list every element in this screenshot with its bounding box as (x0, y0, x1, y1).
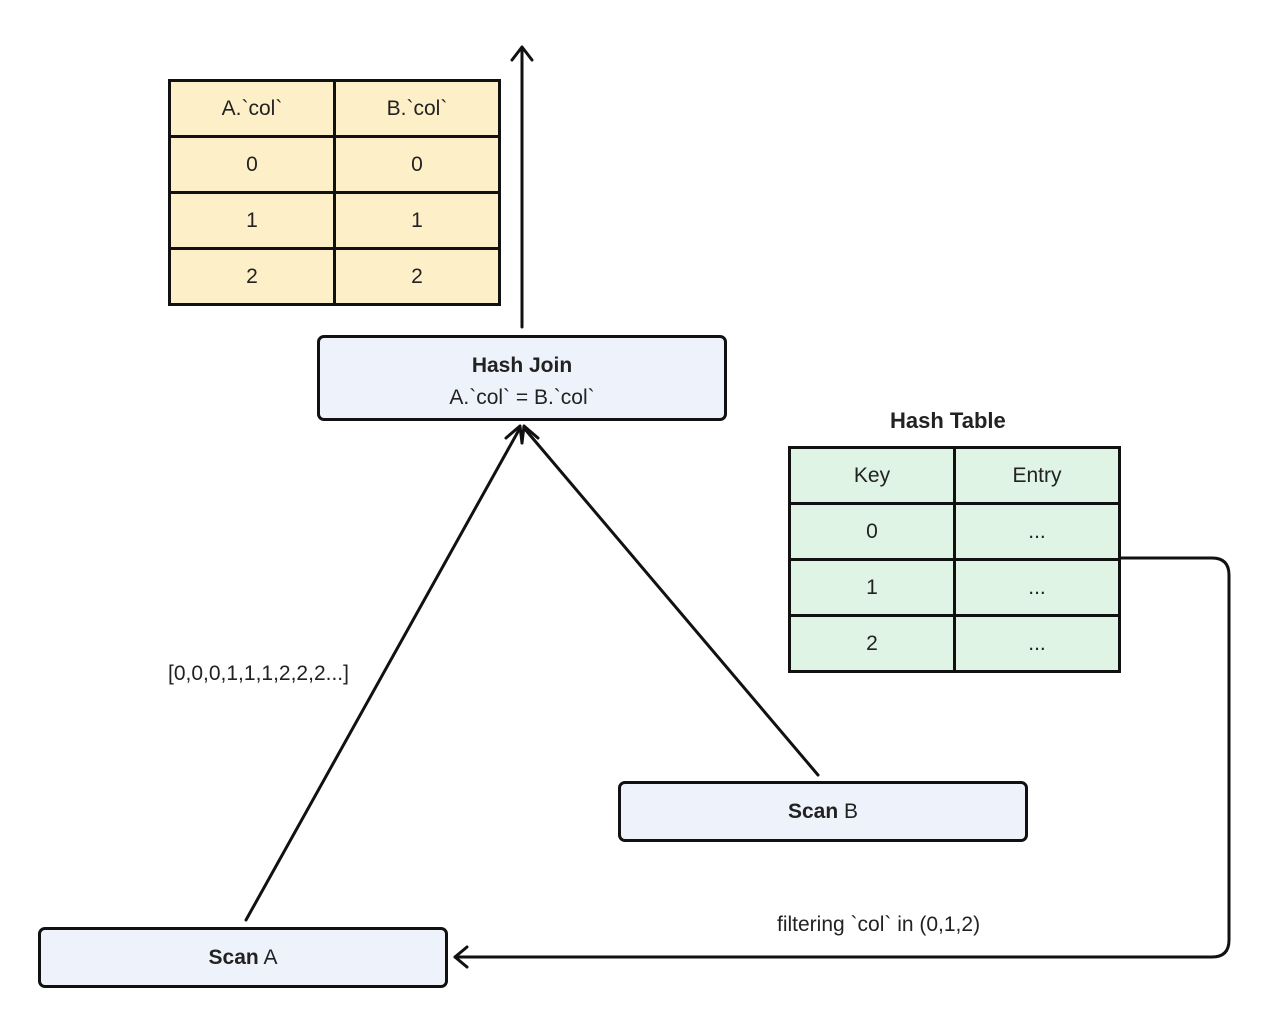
table-cell: 0 (168, 135, 336, 194)
table-cell: 1 (788, 558, 956, 617)
hash-join-title: Hash Join (471, 354, 573, 377)
table-cell: ... (953, 614, 1121, 673)
table-cell: 1 (333, 191, 501, 250)
result-table: A.`col` B.`col` 0 0 1 1 2 2 (168, 79, 501, 306)
table-row: 2 ... (788, 614, 1121, 673)
scan-b-node[interactable]: Scan B (618, 781, 1028, 842)
scan-b-table-name: B (844, 800, 859, 823)
hash-header-entry: Entry (953, 446, 1121, 505)
table-row: Key Entry (788, 446, 1121, 505)
table-row: 1 1 (168, 191, 501, 250)
hash-join-condition: A.`col` = B.`col` (449, 386, 595, 409)
table-cell: 0 (333, 135, 501, 194)
hash-table-title: Hash Table (890, 408, 1006, 433)
scan-a-keyword: Scan (208, 946, 259, 969)
scan-b-keyword: Scan (787, 800, 839, 823)
table-cell: ... (953, 502, 1121, 561)
hash-table: Key Entry 0 ... 1 ... 2 ... (788, 446, 1121, 673)
scan-a-table-name: A (263, 946, 278, 969)
table-cell: 2 (168, 247, 336, 306)
table-row: A.`col` B.`col` (168, 79, 501, 138)
table-row: 0 0 (168, 135, 501, 194)
filter-arrow-head (453, 945, 469, 969)
table-cell: 1 (168, 191, 336, 250)
join-arrow-head-right (520, 424, 540, 445)
scan-b-to-join-line (522, 426, 820, 777)
table-cell: 2 (788, 614, 956, 673)
table-cell: ... (953, 558, 1121, 617)
table-row: 0 ... (788, 502, 1121, 561)
scan-a-node[interactable]: Scan A (38, 927, 448, 988)
table-row: 2 2 (168, 247, 501, 306)
table-row: 1 ... (788, 558, 1121, 617)
join-arrow-head-left (504, 424, 524, 445)
hash-header-key: Key (788, 446, 956, 505)
scan-a-stream-label: [0,0,0,1,1,1,2,2,2...] (168, 662, 349, 685)
runtime-filter-label: filtering `col` in (0,1,2) (777, 913, 981, 936)
result-header-b: B.`col` (333, 79, 501, 138)
table-cell: 2 (333, 247, 501, 306)
table-cell: 0 (788, 502, 956, 561)
result-header-a: A.`col` (168, 79, 336, 138)
output-arrow-head (510, 45, 534, 62)
hash-join-node[interactable]: Hash Join A.`col` = B.`col` (317, 335, 727, 421)
